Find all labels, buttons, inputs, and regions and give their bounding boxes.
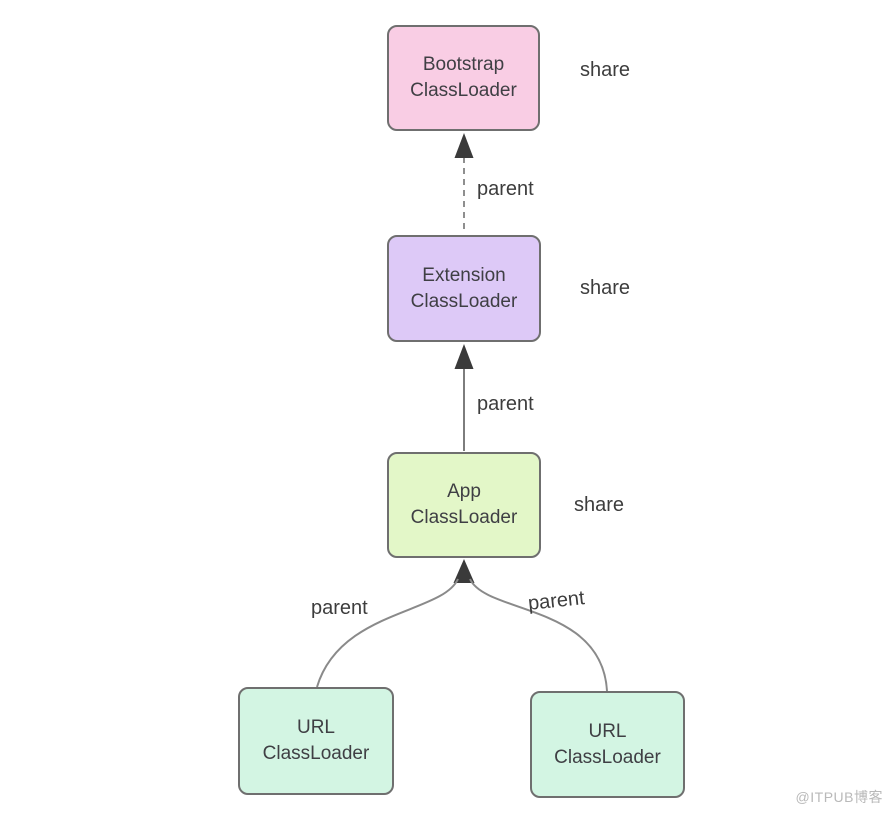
node-label-line1: URL (296, 717, 335, 739)
node-label-line1: URL (588, 720, 627, 742)
parent-label-app-to-extension: parent (477, 393, 534, 415)
edge-url-left-to-app-curve (316, 578, 459, 688)
arrowhead-to-app (453, 559, 475, 583)
node-url-classloader-left: URL ClassLoader (238, 687, 394, 795)
node-url-classloader-right: URL ClassLoader (530, 691, 685, 798)
share-label-bootstrap: share (580, 59, 631, 81)
node-extension-classloader: Extension ClassLoader (387, 235, 541, 342)
arrowhead-to-extension (454, 344, 474, 369)
parent-label-extension-to-bootstrap: parent (477, 178, 534, 200)
parent-label-url-right-to-app: parent (526, 587, 586, 615)
itpub-watermark: @ITPUB博客 (795, 789, 883, 805)
node-bootstrap-classloader: Bootstrap ClassLoader (387, 25, 540, 131)
node-label-line1: App (447, 481, 481, 503)
arrowhead-to-bootstrap (454, 133, 474, 158)
parent-label-url-left-to-app: parent (311, 597, 368, 619)
node-label-line2: ClassLoader (554, 746, 661, 768)
share-label-extension: share (580, 277, 631, 299)
node-label-line1: Bootstrap (422, 54, 505, 76)
node-label-line1: Extension (422, 264, 506, 286)
node-app-classloader: App ClassLoader (387, 452, 541, 558)
node-label-line2: ClassLoader (410, 507, 518, 528)
node-label-line2: ClassLoader (410, 80, 517, 101)
node-label-line2: ClassLoader (410, 290, 518, 312)
node-label-line2: ClassLoader (262, 743, 370, 764)
share-label-app: share (574, 494, 625, 516)
